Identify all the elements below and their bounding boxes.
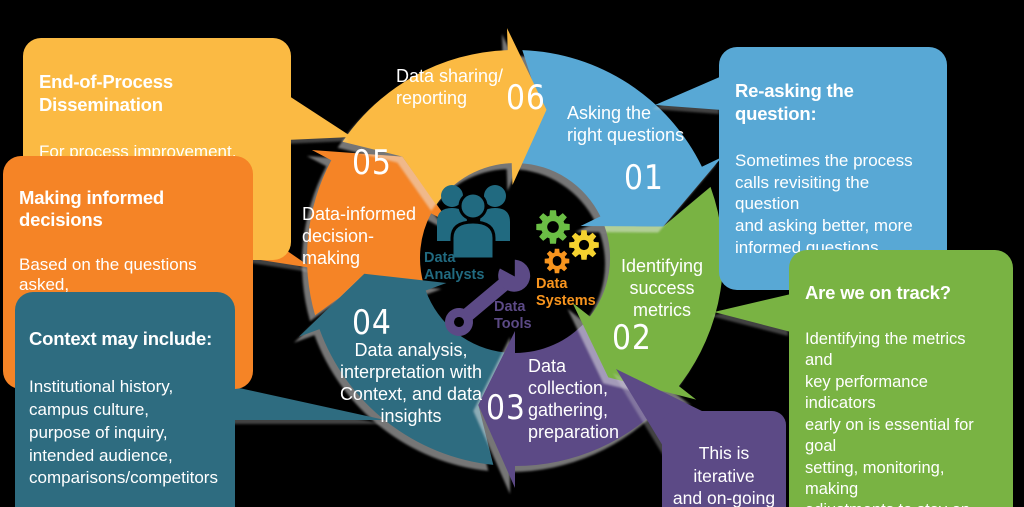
cycle-arrow-04 xyxy=(298,273,506,465)
callout-tail-re-asking xyxy=(655,76,722,110)
step-label-02: Identifying success metrics xyxy=(620,256,704,320)
step-label-03: Data collection, gathering, preparation xyxy=(528,356,620,442)
callout-title: End-of-Process Dissemination xyxy=(39,70,173,116)
data-analysts-icon xyxy=(437,185,510,261)
step-number-05: 05 xyxy=(352,143,392,183)
cycle-arrow-05 xyxy=(307,150,451,316)
gear-icon xyxy=(544,248,570,274)
callout-body: Institutional history, campus culture, p… xyxy=(29,377,218,488)
callout-body: Identifying the metrics and key performa… xyxy=(805,329,974,507)
callout-on-track: Are we on track? Identifying the metrics… xyxy=(789,250,1013,507)
callout-tail-on-track xyxy=(714,294,791,332)
callout-re-asking: Re-asking the question: Sometimes the pr… xyxy=(719,47,947,291)
data-systems-icon xyxy=(536,210,599,274)
data-analysts-label: Data Analysts xyxy=(424,250,485,284)
callout-title: Making informed decisions xyxy=(19,186,165,231)
data-systems-label: Data Systems xyxy=(536,276,596,310)
callout-title: Context may include: xyxy=(29,327,213,349)
callout-tail-end-of-process xyxy=(286,94,352,140)
data-tools-icon xyxy=(445,251,531,336)
gear-icon xyxy=(536,210,570,244)
callout-body: Sometimes the process calls revisiting t… xyxy=(735,150,913,257)
step-label-06: Data sharing/ reporting xyxy=(396,66,504,108)
cycle-arrow-02 xyxy=(572,186,724,400)
callout-title: Are we on track? xyxy=(805,282,951,304)
callout-tails xyxy=(230,76,791,451)
step-number-04: 04 xyxy=(352,303,392,343)
callout-context: Context may include: Institutional histo… xyxy=(15,292,235,507)
data-tools-label: Data Tools xyxy=(494,299,532,333)
step-label-01: Asking the right questions xyxy=(567,103,685,145)
callout-body: This is iterative and on-going xyxy=(672,443,776,507)
callout-iterative: This is iterative and on-going xyxy=(662,411,786,507)
cycle-arrow-03 xyxy=(478,321,670,488)
gear-icon xyxy=(569,230,599,260)
step-number-06: 06 xyxy=(506,78,546,118)
step-number-03: 03 xyxy=(486,388,526,428)
step-label-04: Data analysis, interpretation with Conte… xyxy=(339,340,483,426)
step-number-01: 01 xyxy=(624,158,664,198)
step-label-05: Data-informed decision- making xyxy=(302,204,417,268)
cycle-arrow-06 xyxy=(342,28,547,205)
callout-tail-context xyxy=(230,386,385,420)
callout-title: Re-asking the question: xyxy=(735,79,854,125)
cycle-arrow-01 xyxy=(518,50,722,227)
cycle-arrows xyxy=(298,28,724,488)
step-number-02: 02 xyxy=(612,318,652,358)
